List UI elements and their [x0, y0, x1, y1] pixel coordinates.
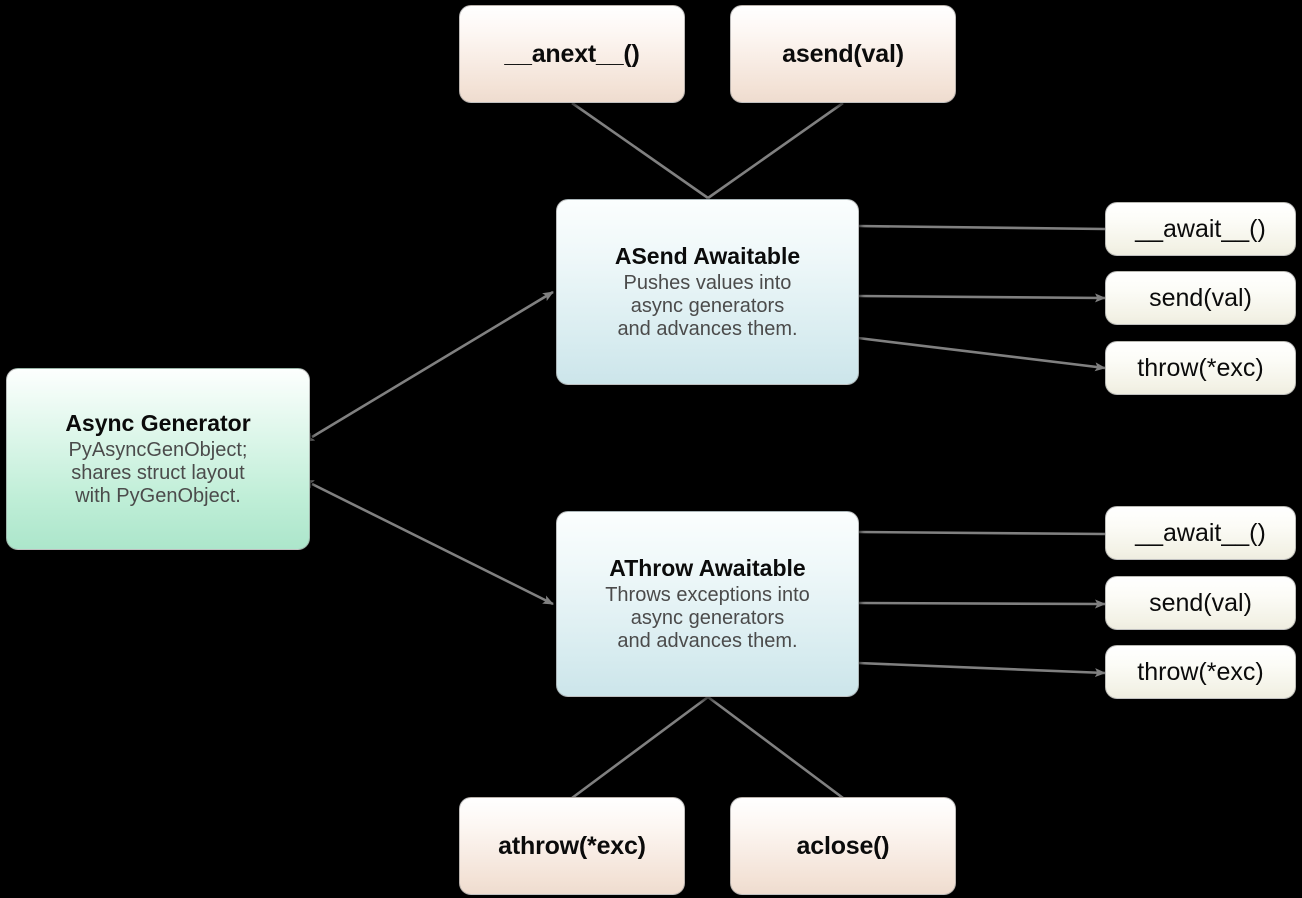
node-description-line: shares struct layout — [71, 462, 245, 485]
node-asend-method[interactable]: asend(val) — [730, 5, 956, 103]
node-description-line: and advances them. — [617, 317, 798, 340]
edge-asend-await — [857, 224, 1106, 231]
node-description-line: Pushes values into — [623, 272, 792, 295]
node-label: throw(*exc) — [1137, 657, 1264, 686]
node-label: throw(*exc) — [1137, 353, 1264, 382]
edge-asend-method-to-asend — [707, 101, 844, 200]
node-label: __await__() — [1135, 214, 1266, 243]
node-athrow-awaitable[interactable]: AThrow Awaitable Throws exceptions into … — [556, 511, 859, 697]
node-description-line: with PyGenObject. — [75, 484, 241, 507]
edge-generator-asend — [303, 290, 554, 443]
node-anext-method[interactable]: __anext__() — [459, 5, 685, 103]
edge-athrow-send — [848, 598, 1106, 609]
node-athrow-await-method[interactable]: __await__() — [1105, 506, 1296, 560]
node-description-line: Throws exceptions into — [605, 584, 810, 607]
node-athrow-throw-method[interactable]: throw(*exc) — [1105, 645, 1296, 699]
node-athrow-method[interactable]: athrow(*exc) — [459, 797, 685, 895]
edge-anext-to-asend — [571, 101, 709, 200]
node-asend-send-method[interactable]: send(val) — [1105, 271, 1296, 325]
node-label: __await__() — [1135, 518, 1266, 547]
edge-asend-send — [848, 291, 1106, 303]
node-title: Async Generator — [65, 410, 251, 437]
node-label: athrow(*exc) — [498, 831, 646, 860]
node-athrow-send-method[interactable]: send(val) — [1105, 576, 1296, 630]
node-description: Pushes values into async generators and … — [617, 272, 797, 340]
node-asend-awaitable[interactable]: ASend Awaitable Pushes values into async… — [556, 199, 859, 385]
node-asend-throw-method[interactable]: throw(*exc) — [1105, 341, 1296, 395]
node-label: send(val) — [1149, 283, 1252, 312]
node-label: asend(val) — [782, 39, 904, 68]
edge-athrow-throw — [848, 658, 1106, 678]
edge-aclose-to-athrow — [707, 695, 844, 800]
node-description-line: and advances them. — [617, 629, 798, 652]
node-description: PyAsyncGenObject; shares struct layout w… — [69, 439, 248, 507]
node-title: ASend Awaitable — [614, 243, 801, 270]
node-description-line: async generators — [630, 607, 785, 630]
node-async-generator[interactable]: Async Generator PyAsyncGenObject; shares… — [6, 368, 310, 550]
edge-asend-throw — [848, 333, 1106, 372]
node-label: aclose() — [796, 831, 890, 860]
node-label: send(val) — [1149, 588, 1252, 617]
node-description: Throws exceptions into async generators … — [605, 584, 810, 652]
node-description-line: PyAsyncGenObject; — [68, 439, 248, 462]
edge-athrow-await — [857, 530, 1106, 536]
node-aclose-method[interactable]: aclose() — [730, 797, 956, 895]
edge-athrow-method-to-athrow — [571, 695, 709, 800]
edge-generator-athrow — [303, 479, 554, 606]
node-title: AThrow Awaitable — [609, 555, 806, 582]
node-label: __anext__() — [504, 39, 640, 68]
node-description-line: async generators — [630, 295, 785, 318]
node-asend-await-method[interactable]: __await__() — [1105, 202, 1296, 256]
